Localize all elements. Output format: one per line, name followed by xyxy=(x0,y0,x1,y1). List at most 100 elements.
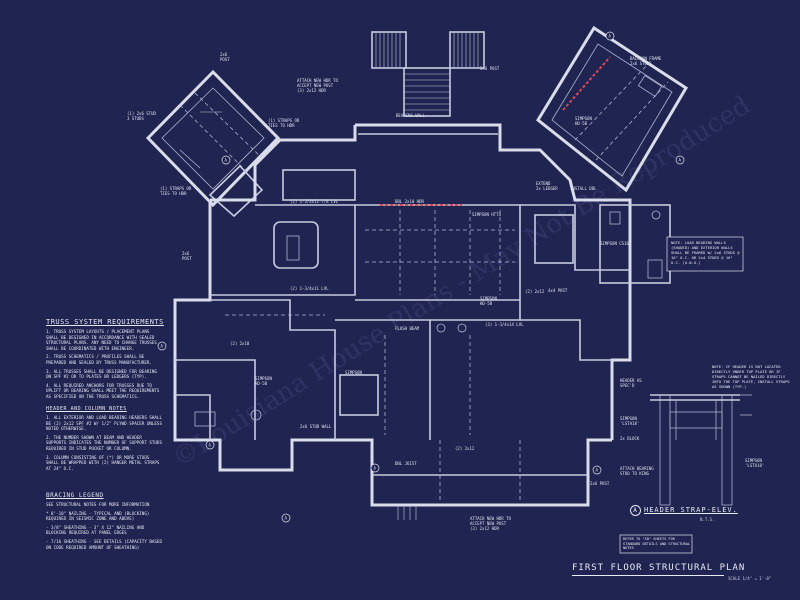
svg-text:INSTALL DBL: INSTALL DBL xyxy=(570,186,597,191)
truss-note-1: 1. TRUSS SYSTEM LAYOUTS / PLACEMENT PLAN… xyxy=(46,329,157,351)
svg-text:HEADER AS: HEADER AS xyxy=(620,378,642,383)
reference-note-box xyxy=(619,534,693,554)
svg-text:2x6: 2x6 xyxy=(220,52,228,57)
svg-text:POST: POST xyxy=(182,256,192,261)
svg-text:'LSTA18': 'LSTA18' xyxy=(745,463,764,468)
svg-text:A: A xyxy=(609,34,612,39)
header-strap-marker: A xyxy=(630,505,641,516)
svg-text:2x LEDGER: 2x LEDGER xyxy=(536,186,558,191)
svg-text:FLUSH BEAM: FLUSH BEAM xyxy=(395,326,420,331)
svg-text:ATTACH NEW HDR TO: ATTACH NEW HDR TO xyxy=(470,516,512,521)
svg-text:ACCEPT NEW POST: ACCEPT NEW POST xyxy=(297,83,334,88)
svg-text:2x BLOCK: 2x BLOCK xyxy=(620,436,640,441)
header-note-3: 3. COLUMN CONSISTING OF (*) OR MORE STUD… xyxy=(46,454,160,471)
svg-text:SIMPSON CS16: SIMPSON CS16 xyxy=(600,241,629,246)
header-note-1: 1. ALL EXTERIOR AND LOAD BEARING HEADERS… xyxy=(46,415,162,432)
right-wing xyxy=(536,25,689,193)
svg-text:A: A xyxy=(596,468,599,473)
svg-text:SIMPSON: SIMPSON xyxy=(620,416,637,421)
svg-text:STUD TO KING: STUD TO KING xyxy=(620,471,649,476)
bracing-legend: BRACING LEGEND SEE STRUCTURAL NOTES FOR … xyxy=(46,492,164,550)
svg-text:SIMPSON: SIMPSON xyxy=(480,296,497,301)
svg-text:2x6 POST: 2x6 POST xyxy=(480,66,500,71)
svg-text:HD-5B: HD-5B xyxy=(480,301,493,306)
svg-text:TIES TO HDR: TIES TO HDR xyxy=(268,123,295,128)
svg-text:A: A xyxy=(374,466,377,471)
reference-note: REFER TO "SD" SHEETS FOR STANDARD DETAIL… xyxy=(623,537,691,551)
svg-text:SIMPSON: SIMPSON xyxy=(345,370,362,375)
svg-text:A: A xyxy=(225,158,228,163)
svg-text:BALLOON FRAME: BALLOON FRAME xyxy=(630,56,662,61)
svg-text:DBL 2x10 HDR: DBL 2x10 HDR xyxy=(395,199,424,204)
truss-note-2: 2. TRUSS SCHEMATICS / PROFILES SHALL BE … xyxy=(46,354,152,365)
svg-text:SIMPSON: SIMPSON xyxy=(745,458,762,463)
svg-text:(3) 1-3/4x14 LVL: (3) 1-3/4x14 LVL xyxy=(485,322,524,327)
truss-notes: TRUSS SYSTEM REQUIREMENTS 1. TRUSS SYSTE… xyxy=(46,318,164,400)
svg-text:A: A xyxy=(679,158,682,163)
svg-text:'LSTA18': 'LSTA18' xyxy=(620,421,639,426)
header-column-notes: HEADER AND COLUMN NOTES 1. ALL EXTERIOR … xyxy=(46,406,164,471)
left-wing xyxy=(145,69,281,218)
svg-text:3 STUDS: 3 STUDS xyxy=(127,116,144,121)
svg-text:(2) 2x10: (2) 2x10 xyxy=(230,341,250,346)
bracing-legend-item-3: - 7/16 SHEATHING - SEE DETAILS (CAPACITY… xyxy=(46,538,162,550)
svg-text:ACCEPT NEW POST: ACCEPT NEW POST xyxy=(470,521,507,526)
header-strap-note-text: NOTE: IF HEADER IS NOT LOCATED DIRECTLY … xyxy=(712,364,790,389)
svg-text:4x4 POST: 4x4 POST xyxy=(548,288,568,293)
svg-text:2x6: 2x6 xyxy=(182,251,190,256)
svg-text:SIMPSON: SIMPSON xyxy=(255,376,272,381)
bracing-legend-item-1: * 8'-10" NAILING - TYPICAL AND (BLOCKING… xyxy=(46,510,150,522)
svg-text:2x6 STUD WALL: 2x6 STUD WALL xyxy=(300,424,332,429)
header-notes-heading: HEADER AND COLUMN NOTES xyxy=(46,406,127,412)
svg-text:A: A xyxy=(161,344,164,349)
truss-note-3: 3. ALL TRUSSES SHALL BE DESIGNED FOR BEA… xyxy=(46,368,157,380)
svg-text:(2) 1-3/4x11 LVL: (2) 1-3/4x11 LVL xyxy=(290,286,329,291)
svg-text:BEARING WALL: BEARING WALL xyxy=(396,113,425,118)
load-bearing-note: NOTE: LOAD BEARING WALLS (SHADED) AND EX… xyxy=(671,240,741,265)
svg-text:SPEC'D: SPEC'D xyxy=(620,383,635,388)
svg-text:2x6 POST: 2x6 POST xyxy=(590,481,610,486)
header-strap-scale: N.T.S. xyxy=(700,517,715,522)
svg-text:A: A xyxy=(209,443,212,448)
svg-text:HD-5B: HD-5B xyxy=(255,381,268,386)
ceiling-grid xyxy=(225,210,521,500)
svg-text:(2) 1-3/4x11-7/8 LVL: (2) 1-3/4x11-7/8 LVL xyxy=(290,199,339,204)
title-underline xyxy=(572,575,724,576)
svg-text:(3) 2x12 HDR: (3) 2x12 HDR xyxy=(470,526,499,531)
top-stairs xyxy=(371,31,485,117)
reference-note-text: REFER TO "SD" SHEETS FOR STANDARD DETAIL… xyxy=(623,537,691,551)
svg-text:2x6 STUDS: 2x6 STUDS xyxy=(630,61,652,66)
svg-text:POST: POST xyxy=(220,57,230,62)
bracing-legend-heading: BRACING LEGEND xyxy=(46,492,104,499)
svg-text:(1) 2x6 STUD: (1) 2x6 STUD xyxy=(127,111,156,116)
load-bearing-note-text: NOTE: LOAD BEARING WALLS (SHADED) AND EX… xyxy=(671,240,740,265)
svg-text:(2) 2x12: (2) 2x12 xyxy=(455,446,475,451)
bracing-legend-intro: SEE STRUCTURAL NOTES FOR MORE INFORMATIO… xyxy=(46,502,150,507)
svg-text:HD-5B: HD-5B xyxy=(575,121,588,126)
svg-text:TIES TO HDR: TIES TO HDR xyxy=(160,191,187,196)
svg-text:(1) STRAPS OR: (1) STRAPS OR xyxy=(268,118,300,123)
svg-text:(3) 2x12 HDR: (3) 2x12 HDR xyxy=(297,88,326,93)
bracing-legend-item-2: - 3/8" SHEATHING - 3" X 12" NAILING AND … xyxy=(46,524,145,536)
drawing-scale: SCALE 1/4" = 1'-0" xyxy=(728,576,772,581)
load-bearing-note-box xyxy=(666,236,744,272)
svg-text:SIMPSON: SIMPSON xyxy=(575,116,592,121)
svg-text:SIMPSON HTT4: SIMPSON HTT4 xyxy=(472,212,501,217)
truss-notes-heading: TRUSS SYSTEM REQUIREMENTS xyxy=(46,318,164,326)
svg-text:(2) 2x12: (2) 2x12 xyxy=(525,289,545,294)
drawing-title: FIRST FLOOR STRUCTURAL PLAN xyxy=(572,563,746,573)
svg-text:(1) STRAPS OR: (1) STRAPS OR xyxy=(160,186,192,191)
svg-text:ATTACH BEARING: ATTACH BEARING xyxy=(620,466,654,471)
header-note-2: 2. THE NUMBER SHOWN AT BEAM AND HEADER S… xyxy=(46,434,162,451)
truss-note-4: 4. ALL REQUIRED ANCHORS FOR TRUSSES DUE … xyxy=(46,382,160,399)
svg-text:DBL JOIST: DBL JOIST xyxy=(395,461,417,466)
header-strap-title-text: HEADER STRAP-ELEV. xyxy=(644,506,738,514)
svg-text:ATTACH NEW HDR TO: ATTACH NEW HDR TO xyxy=(297,78,339,83)
svg-text:A: A xyxy=(285,516,288,521)
svg-text:EXTEND: EXTEND xyxy=(536,181,551,186)
